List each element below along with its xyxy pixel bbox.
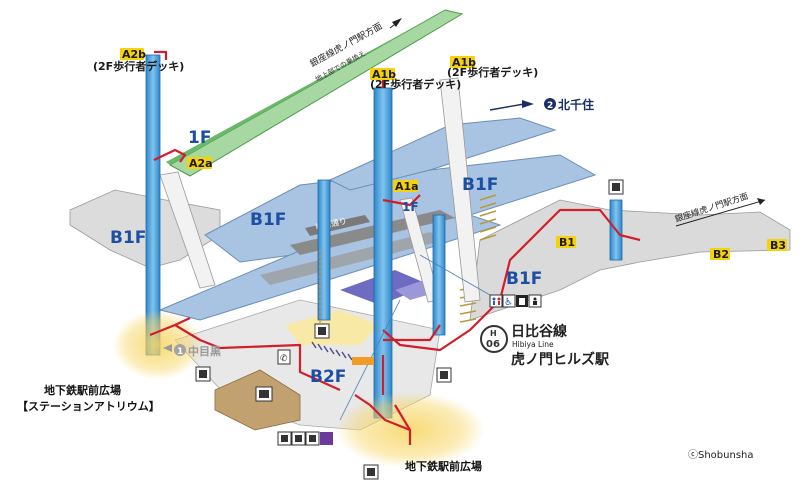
floor-b1f-right: B1F [462, 175, 498, 195]
elevator-icon-mid [436, 367, 452, 383]
exit-b3[interactable]: B3 [767, 239, 787, 252]
exit-b1[interactable]: B1 [556, 236, 576, 249]
ginza-arrow-east [757, 198, 765, 205]
naka-meguro-number-icon [174, 344, 186, 356]
line-name-jp: 日比谷線 [511, 323, 567, 340]
svg-text:A1b: A1b [452, 56, 476, 69]
floor-b1f-east: B1F [506, 269, 542, 289]
elevator-icon-south [363, 464, 379, 480]
plaza-caption-bottom: 地下鉄駅前広場 [405, 459, 482, 473]
atrium-caption-line1: 地下鉄駅前広場 [44, 383, 121, 397]
ginza-arrow-line-east [675, 199, 766, 227]
svg-text:✆: ✆ [280, 354, 288, 364]
exit-a1b-right[interactable]: A1b (2F歩行者デッキ) [447, 56, 538, 79]
naka-meguro-number: 1 [177, 347, 183, 357]
ticket-icons [277, 431, 333, 446]
ginza-arrow-line-top [389, 21, 399, 29]
svg-text:H: H [490, 329, 497, 338]
track-trench-2 [260, 232, 445, 285]
exit-b2[interactable]: B2 [710, 248, 730, 261]
escalator-b2f [311, 341, 353, 361]
elevator-a2b [145, 54, 161, 356]
station-name: 虎ノ門ヒルズ駅 [511, 351, 610, 368]
svg-text:A2a: A2a [189, 157, 213, 170]
stairs-east [479, 194, 497, 241]
svg-text:A1a: A1a [395, 180, 419, 193]
svg-text:06: 06 [486, 339, 500, 350]
svg-text:B1: B1 [559, 236, 575, 249]
floor-1f-left: 1F [188, 128, 211, 148]
svg-text:B3: B3 [770, 239, 786, 252]
exit-a2a[interactable]: A2a [187, 157, 213, 170]
toilet-icons [489, 294, 503, 308]
svg-text:(2F歩行者デッキ): (2F歩行者デッキ) [447, 65, 538, 79]
svg-text:♿: ♿ [504, 297, 513, 308]
ground-deck-green-top [166, 8, 449, 165]
ostomate-icon [516, 295, 528, 307]
b2f-yellow-area [285, 310, 380, 345]
kita-senju-label: 北千住 [558, 97, 594, 112]
ramp-east [439, 77, 481, 303]
naka-meguro-arrow [163, 344, 172, 352]
exit-a1b-center[interactable]: A1b (2F歩行者デッキ) [370, 68, 461, 91]
exit-a2b[interactable]: A2b (2F歩行者デッキ) [93, 48, 184, 73]
elevator-south [432, 214, 446, 336]
floor-b1f-left: B1F [110, 228, 146, 248]
kita-senju-line [489, 103, 525, 111]
svg-text:(2F歩行者デッキ): (2F歩行者デッキ) [93, 59, 184, 73]
phone-icon: ✆ [277, 349, 291, 365]
baby-care-icon [528, 294, 542, 308]
kita-senju-number-icon [544, 98, 556, 110]
kita-senju-number: 2 [547, 101, 553, 111]
ground-deck-green [168, 9, 464, 177]
line-badge: H 06 [480, 325, 508, 353]
svg-text:A1b: A1b [372, 68, 396, 81]
atrium-caption-line2: 【ステーションアトリウム】 [17, 400, 160, 413]
line-name-en: Hibiya Line [512, 340, 554, 349]
copyright: ⓒShobunsha [688, 449, 754, 461]
info-icon [255, 386, 273, 402]
svg-text:B2: B2 [713, 248, 729, 261]
svg-text:(2F歩行者デッキ): (2F歩行者デッキ) [370, 77, 461, 91]
kita-senju-arrow [522, 100, 534, 108]
elevator-icon-east [608, 179, 624, 195]
naka-meguro-label: 中目黒 [188, 344, 221, 358]
accessible-route [149, 50, 641, 445]
elevator-icon-b2f [314, 323, 330, 339]
elevator-icon-atrium [195, 366, 211, 382]
svg-text:A2b: A2b [122, 48, 146, 61]
elevator-center [317, 179, 331, 321]
ramp-west [159, 171, 216, 289]
exit-a1a[interactable]: A1a [393, 180, 419, 193]
b2f-orange-stripe [352, 357, 374, 365]
floor-b2f: B2F [310, 367, 346, 387]
floor-b1f-center: B1F [250, 210, 286, 230]
wheelchair-icon: ♿ [502, 294, 516, 308]
floor-1f-center: 1F [402, 200, 419, 214]
